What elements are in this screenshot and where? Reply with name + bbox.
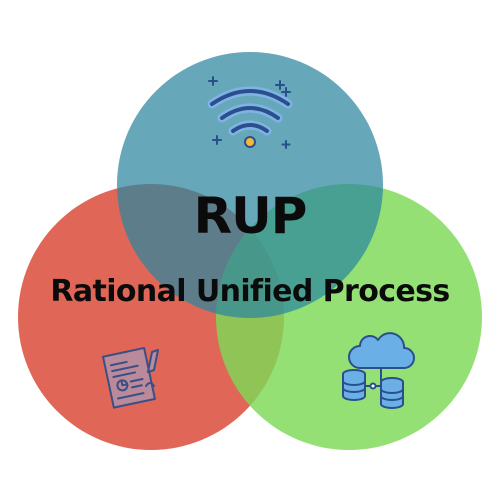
document-chart-icon xyxy=(102,346,159,409)
diagram-title: RUP xyxy=(193,187,308,245)
wifi-icon xyxy=(207,76,293,149)
diagram-subtitle: Rational Unified Process xyxy=(50,274,450,309)
top-circle xyxy=(117,52,383,318)
cloud-database-icon xyxy=(342,332,415,409)
